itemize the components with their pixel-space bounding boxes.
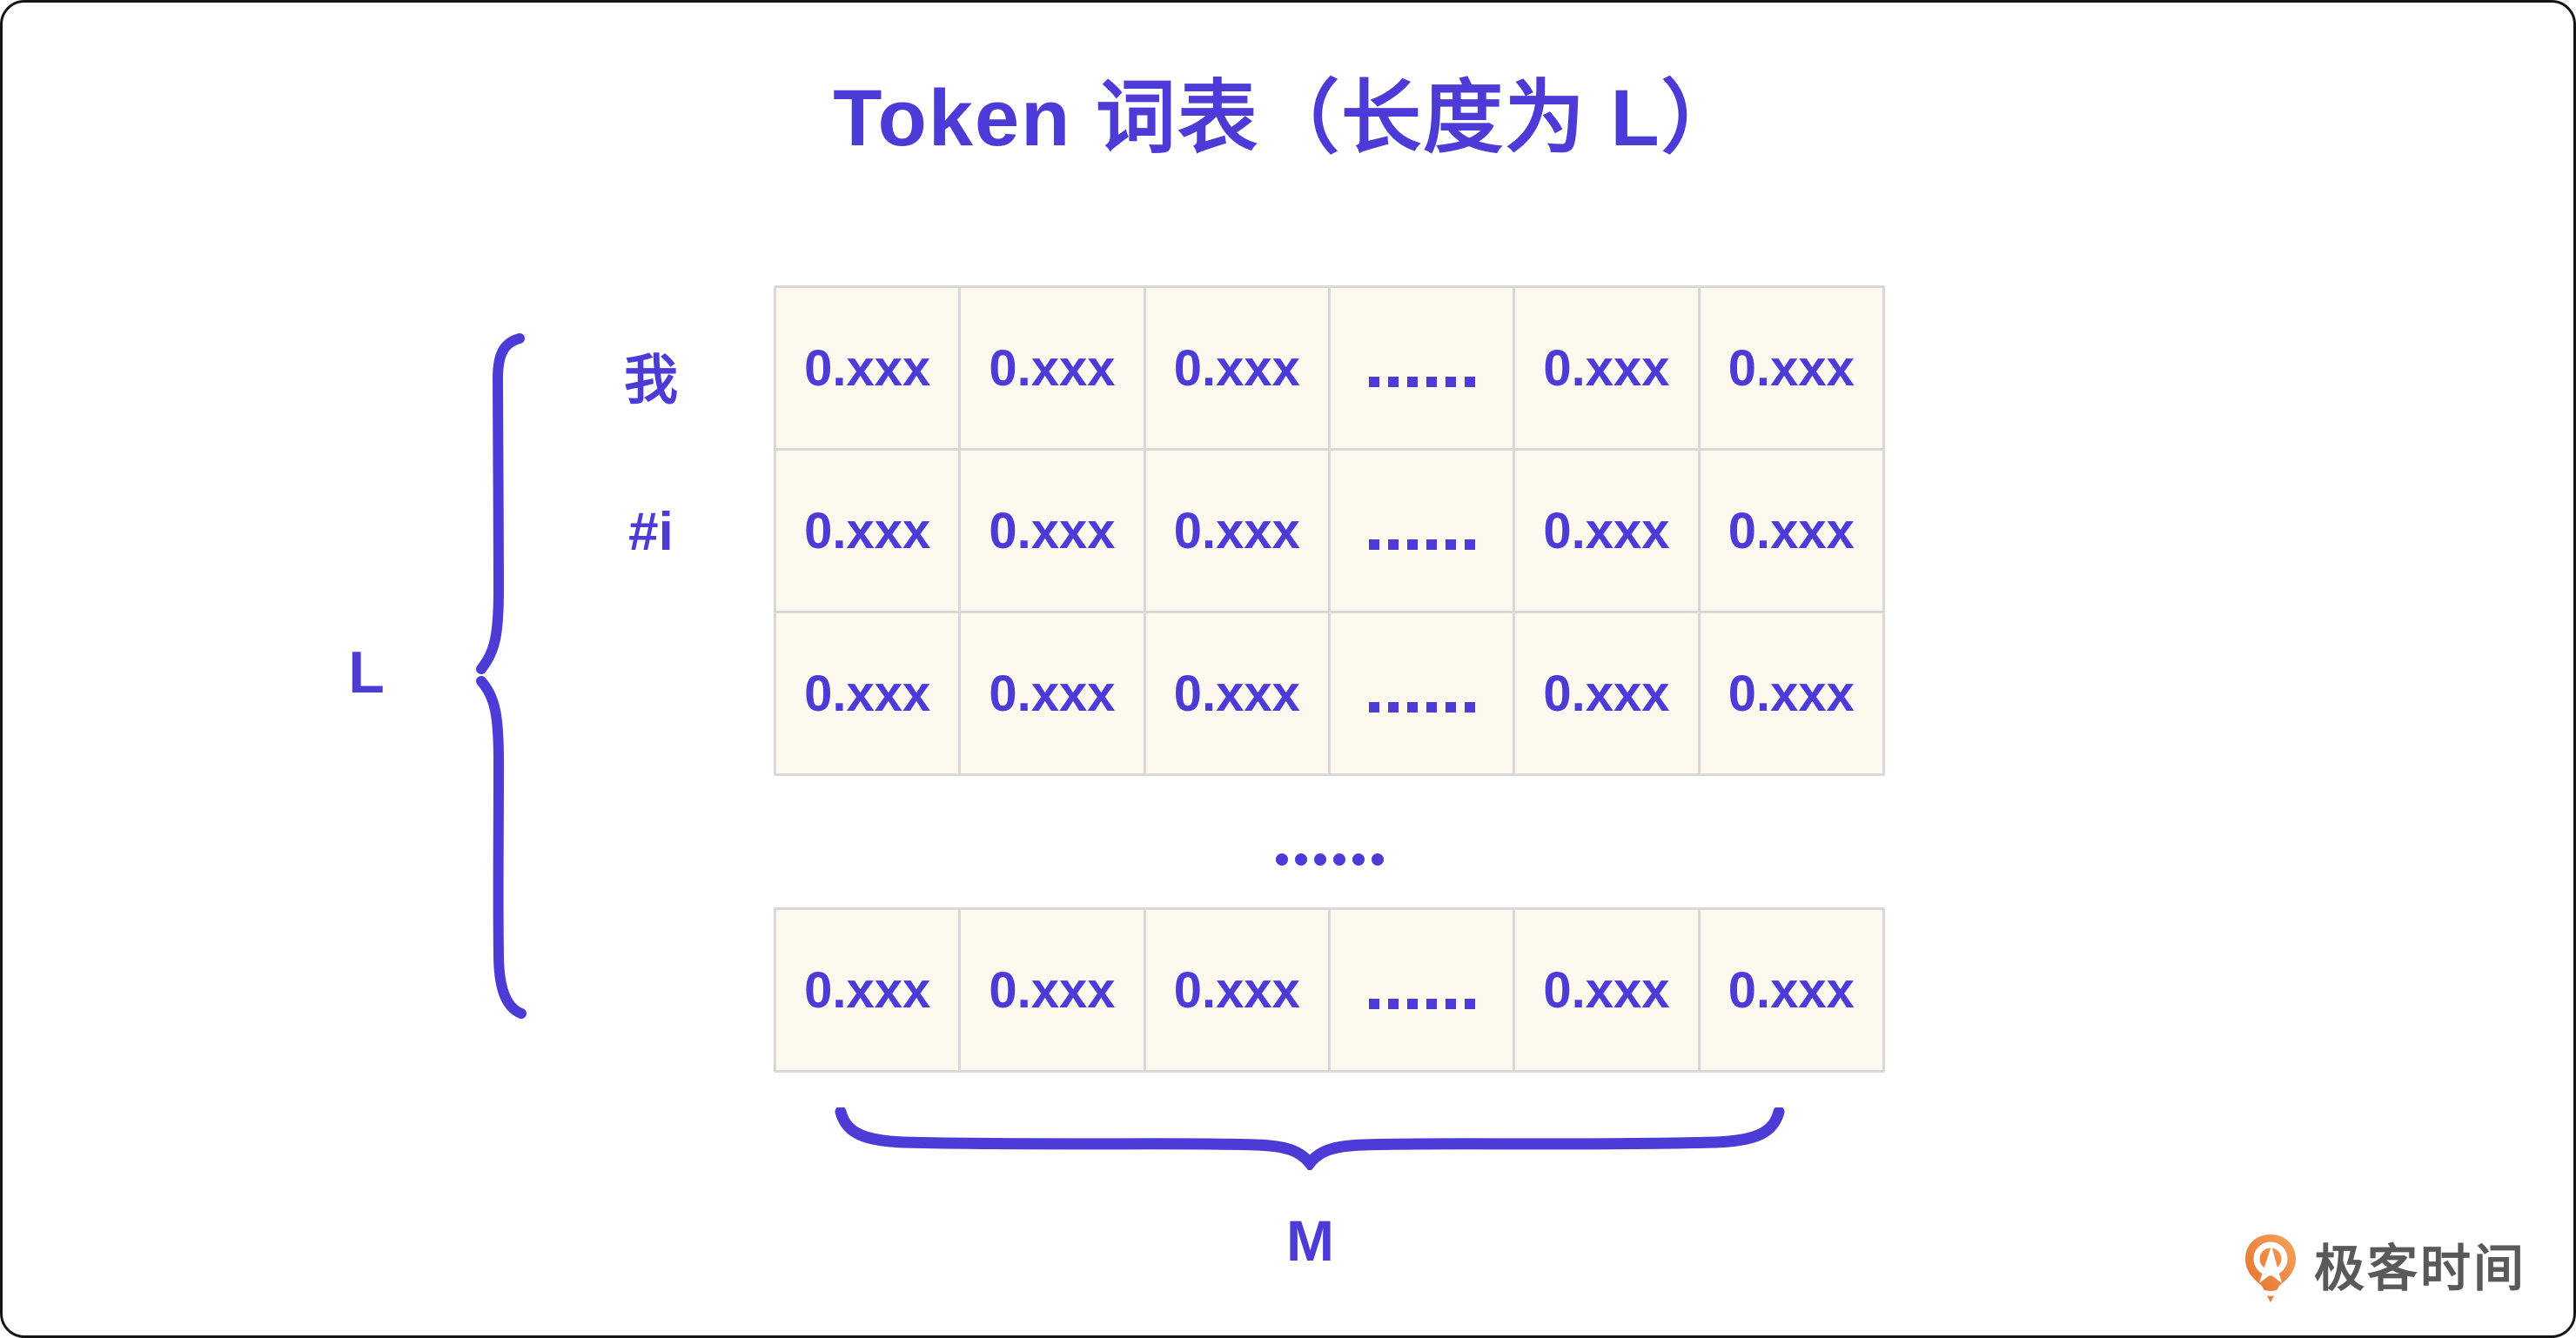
ellipsis-dot	[1445, 999, 1456, 1009]
prob-cell: 0.xxx	[1515, 288, 1698, 448]
ellipsis-cell	[1330, 288, 1513, 448]
separator-dot	[1294, 853, 1307, 866]
prob-cell: 0.xxx	[1145, 288, 1328, 448]
ellipsis-dot	[1445, 702, 1456, 712]
separator-dot	[1313, 853, 1326, 866]
prob-cell: 0.xxx	[961, 288, 1144, 448]
prob-cell: 0.xxx	[1145, 613, 1328, 773]
geektime-pin-icon	[2245, 1234, 2296, 1302]
ellipsis-dot	[1445, 539, 1456, 550]
separator-dot	[1352, 853, 1365, 866]
ellipsis-dot	[1464, 702, 1475, 712]
page-title: Token 词表（长度为 L）	[833, 74, 1743, 163]
ellipsis-dot	[1387, 377, 1399, 387]
ellipsis-dot	[1387, 702, 1399, 712]
bottom-brace-label: M	[1286, 1208, 1334, 1273]
separator-dot	[1332, 853, 1345, 866]
prob-cell: 0.xxx	[1700, 910, 1882, 1070]
ellipsis-dot	[1406, 377, 1418, 387]
prob-cell: 0.xxx	[1515, 910, 1698, 1070]
prob-cell: 0.xxx	[776, 451, 959, 611]
ellipsis-dot	[1426, 539, 1437, 550]
ellipsis-cell	[1330, 451, 1513, 611]
ellipsis-dot	[1426, 702, 1437, 712]
ellipsis-dot	[1464, 999, 1475, 1009]
ellipsis-dot	[1406, 702, 1418, 712]
prob-cell: 0.xxx	[1515, 451, 1698, 611]
prob-cell: 0.xxx	[776, 910, 959, 1070]
ellipsis-dot	[1426, 999, 1437, 1009]
separator-dot	[1275, 853, 1288, 866]
row-label-wo: 我	[623, 351, 678, 411]
prob-cell: 0.xxx	[961, 451, 1144, 611]
prob-cell: 0.xxx	[1145, 451, 1328, 611]
ellipsis-dot	[1406, 539, 1418, 550]
ellipsis-dot	[1464, 539, 1475, 550]
ellipsis-dot	[1445, 377, 1456, 387]
separator-dot	[1371, 853, 1384, 866]
prob-cell: 0.xxx	[1700, 288, 1882, 448]
prob-cell: 0.xxx	[1515, 613, 1698, 773]
prob-cell: 0.xxx	[1145, 910, 1328, 1070]
prob-cell: 0.xxx	[1700, 451, 1882, 611]
left-brace-label: L	[348, 639, 385, 706]
prob-cell: 0.xxx	[776, 288, 959, 448]
prob-cell: 0.xxx	[776, 613, 959, 773]
row-label-hash-i: #i	[628, 502, 674, 562]
ellipsis-dot	[1368, 999, 1379, 1009]
ellipsis-dot	[1387, 999, 1399, 1009]
row-ellipsis-separator	[774, 827, 1885, 892]
ellipsis-dot	[1464, 377, 1475, 387]
ellipsis-dot	[1387, 539, 1399, 550]
bottom-brace-icon	[835, 1107, 1785, 1170]
ellipsis-cell	[1330, 613, 1513, 773]
prob-cell: 0.xxx	[1700, 613, 1882, 773]
ellipsis-dot	[1368, 702, 1379, 712]
logo: 极客时间	[2243, 1233, 2526, 1306]
prob-cell: 0.xxx	[961, 613, 1144, 773]
ellipsis-dot	[1368, 539, 1379, 550]
ellipsis-dot	[1426, 377, 1437, 387]
ellipsis-cell	[1330, 910, 1513, 1070]
left-brace-icon	[476, 333, 527, 1019]
ellipsis-dot	[1368, 377, 1379, 387]
ellipsis-dot	[1406, 999, 1418, 1009]
logo-text: 极客时间	[2314, 1241, 2527, 1297]
prob-cell: 0.xxx	[961, 910, 1144, 1070]
